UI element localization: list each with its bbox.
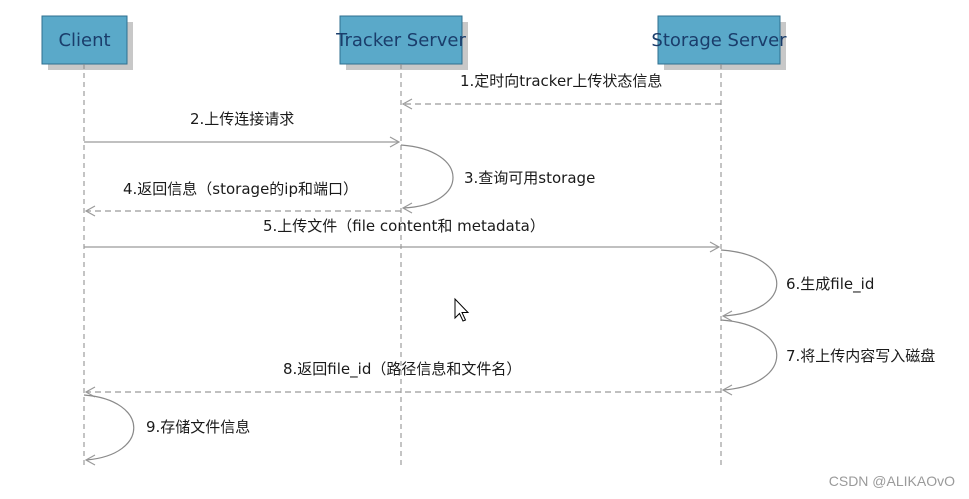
message-2: 2.上传连接请求 <box>84 110 401 148</box>
message-8: 8.返回file_id（路径信息和文件名） <box>84 360 721 398</box>
actor-tracker: Tracker Server <box>335 15 468 70</box>
message-2-label: 2.上传连接请求 <box>190 110 294 128</box>
message-3-label: 3.查询可用storage <box>464 169 595 187</box>
actor-client: Client <box>41 15 133 70</box>
message-4-label: 4.返回信息（storage的ip和端口） <box>123 180 358 198</box>
message-1: 1.定时向tracker上传状态信息 <box>401 72 721 110</box>
actor-storage-label: Storage Server <box>651 30 787 51</box>
message-3: 3.查询可用storage <box>400 144 595 214</box>
message-5: 5.上传文件（file content和 metadata） <box>84 217 721 253</box>
message-9-label: 9.存储文件信息 <box>146 418 250 436</box>
actor-client-label: Client <box>58 30 110 51</box>
actor-storage: Storage Server <box>651 15 787 70</box>
message-1-label: 1.定时向tracker上传状态信息 <box>460 72 662 90</box>
message-7: 7.将上传内容写入磁盘 <box>720 319 935 396</box>
message-5-label: 5.上传文件（file content和 metadata） <box>263 217 545 235</box>
message-9: 9.存储文件信息 <box>83 394 250 466</box>
message-6-label: 6.生成file_id <box>786 275 874 294</box>
message-6: 6.生成file_id <box>720 249 874 322</box>
message-4: 4.返回信息（storage的ip和端口） <box>84 180 401 217</box>
message-8-label: 8.返回file_id（路径信息和文件名） <box>283 360 521 379</box>
actor-tracker-label: Tracker Server <box>335 30 466 51</box>
mouse-cursor-icon <box>454 297 470 322</box>
message-7-label: 7.将上传内容写入磁盘 <box>786 347 935 365</box>
watermark: CSDN @ALIKAOvO <box>828 473 955 489</box>
